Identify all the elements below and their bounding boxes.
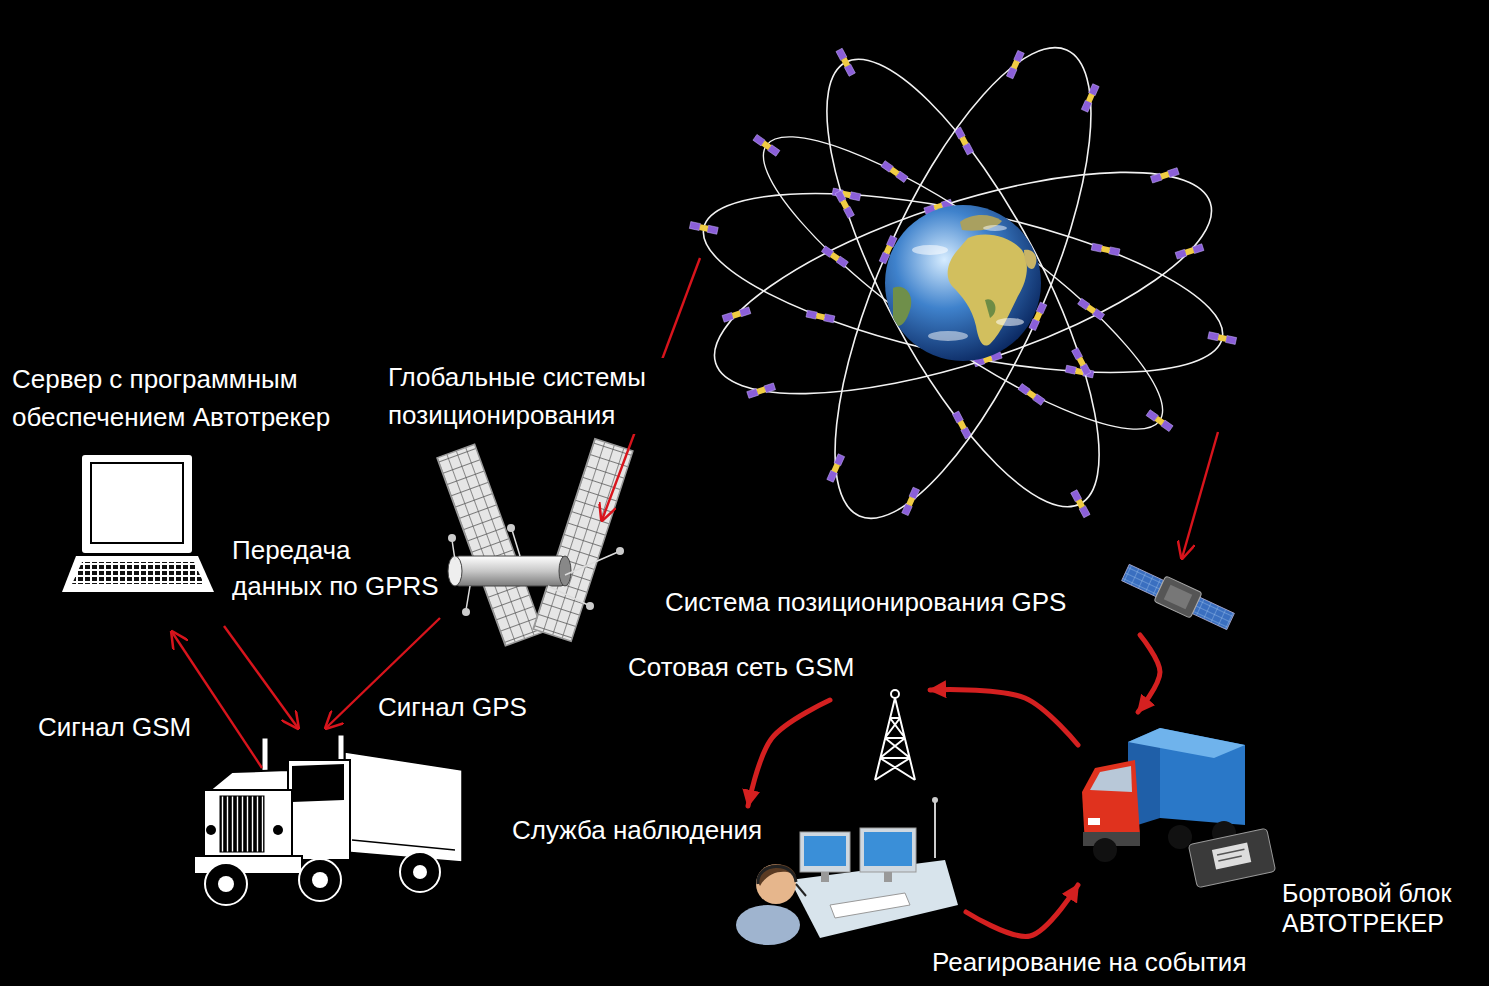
laptop-icon	[62, 455, 214, 592]
truck-illustration	[194, 735, 462, 905]
component-node: Служба наблюдения	[508, 806, 966, 958]
node-label: Сотовая сеть GSM	[628, 651, 855, 683]
flow-arrow	[930, 690, 1078, 745]
signal-label: Сигнал GPS	[378, 690, 527, 724]
signal-label: Сигнал GSM	[38, 710, 191, 744]
node-label: Бортовой блок АВТОТРЕКЕР	[1282, 878, 1480, 938]
orbit	[784, 17, 1141, 550]
label-slot: Сигнал GPS	[378, 690, 527, 724]
operator-workstation	[736, 797, 958, 945]
edge-label-slot: Реагирование на события	[932, 946, 1246, 978]
label-slot: Передача данных по GPRS	[232, 532, 447, 604]
label-slot: Сигнал GSM	[38, 710, 191, 744]
edge-label: Реагирование на события	[932, 946, 1246, 978]
component-node: Сотовая сеть GSM	[626, 648, 930, 700]
component-node: Бортовой блок АВТОТРЕКЕР	[1078, 712, 1484, 950]
component-node: Глобальные системы позиционирования	[385, 356, 677, 656]
node-label: Служба наблюдения	[512, 814, 762, 846]
cell-tower-icon	[875, 690, 915, 780]
truck-with-tracker	[1082, 728, 1276, 888]
orbit	[732, 96, 1194, 470]
node-label: Глобальные системы позиционирования	[388, 358, 673, 434]
signal-label: Передача данных по GPRS	[232, 532, 447, 604]
orbit	[777, 26, 1149, 541]
flow-arrow	[748, 700, 830, 806]
node-label: Система позиционирования GPS	[665, 586, 1066, 618]
flow-arrow	[966, 885, 1078, 936]
gps-satellite-icon	[1120, 560, 1237, 634]
orbit	[689, 157, 1237, 408]
earth-globe	[885, 205, 1041, 361]
flow-arrow	[1138, 635, 1160, 712]
positioning-satellite	[437, 439, 633, 646]
orbit	[691, 127, 1235, 440]
signal-arrows	[172, 258, 1218, 768]
satellite-orbits	[675, 13, 1251, 552]
node-label: Сервер с программным обеспечением Автотр…	[12, 360, 370, 436]
component-node: Система позиционирования GPS	[660, 560, 1245, 635]
